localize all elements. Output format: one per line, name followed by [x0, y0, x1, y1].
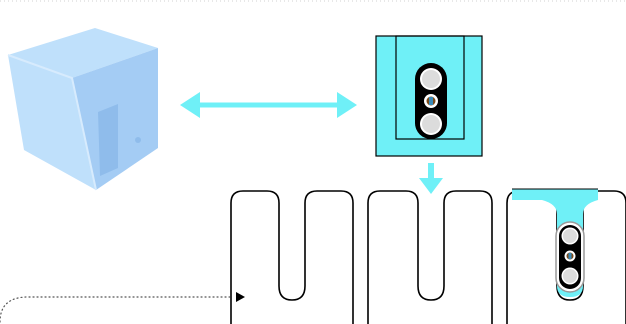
slot-panel-2 [367, 190, 493, 324]
slot-panel-1 [230, 190, 354, 324]
fiber-pair-icon [555, 221, 585, 293]
fiber-pair-icon [415, 63, 447, 139]
down-arrow-icon [419, 163, 443, 194]
double-arrow-icon [180, 92, 357, 118]
triangle-pointer-icon [236, 292, 245, 302]
cable-holder-square [375, 35, 483, 157]
slot-panel-3 [506, 188, 626, 324]
dotted-pointer [0, 292, 245, 323]
foam-block-icon [7, 28, 158, 191]
